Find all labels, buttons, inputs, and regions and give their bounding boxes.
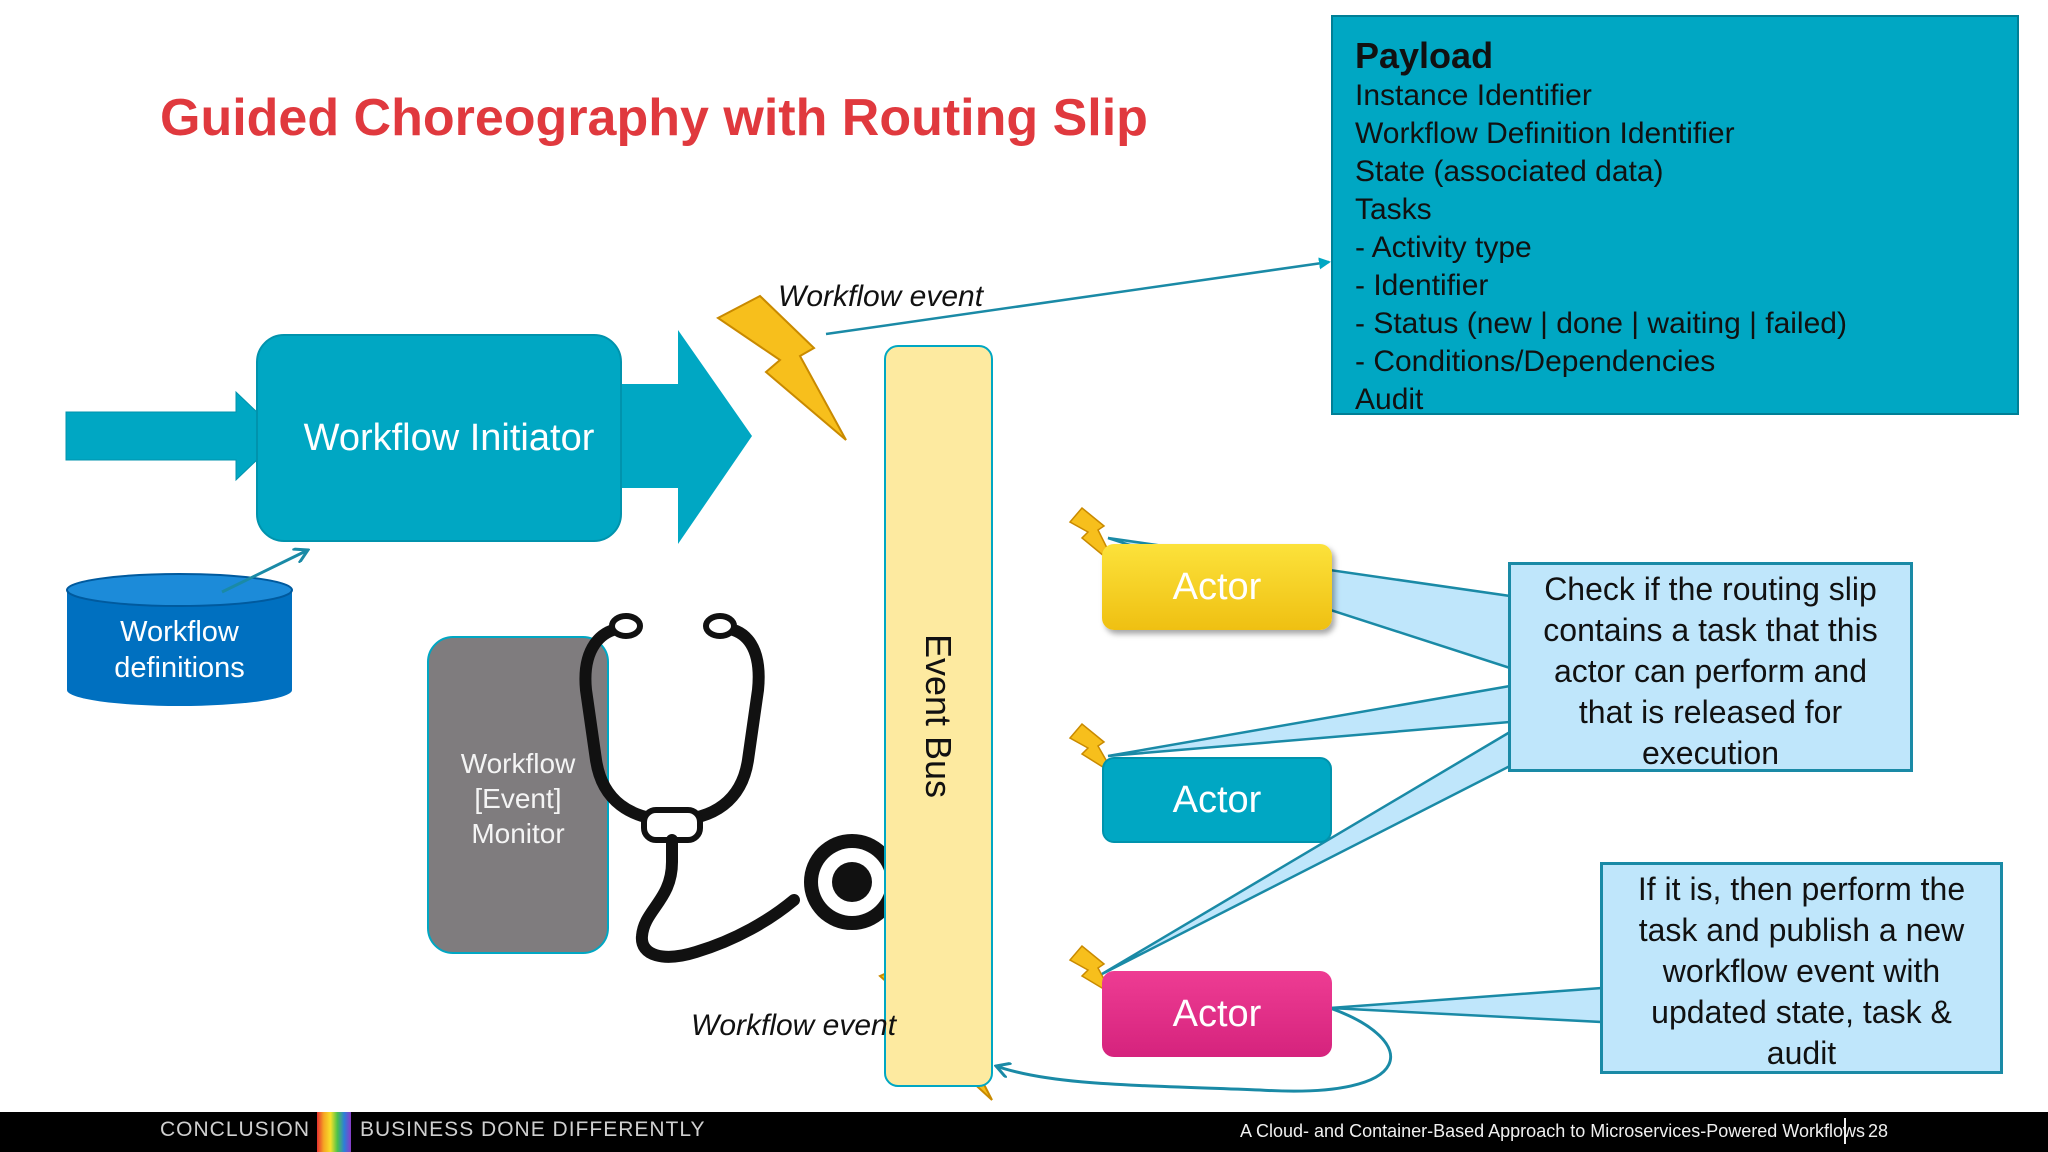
footer-divider — [1844, 1118, 1846, 1144]
callout-pointer-actor2 — [1107, 684, 1512, 758]
initiator-output-arrow — [606, 330, 752, 544]
brand-logo-icon — [317, 1112, 351, 1152]
callout-line: updated state, task & — [1651, 994, 1952, 1030]
brand-tagline: BUSINESS DONE DIFFERENTLY — [360, 1118, 706, 1141]
callout-line: Check if the routing slip — [1544, 571, 1877, 607]
callout-line: that is released for — [1578, 694, 1843, 730]
workflow-definitions-database — [66, 573, 293, 706]
lightning-icon-top — [716, 294, 847, 441]
workflow-initiator-box: Workflow Initiator — [256, 334, 622, 542]
payload-line: - Activity type — [1355, 231, 1532, 264]
callout-line: workflow event with — [1662, 953, 1941, 989]
callout-check-routing-slip: Check if the routing slip contains a tas… — [1508, 562, 1913, 772]
monitor-line: Monitor — [471, 818, 565, 849]
payload-line: - Conditions/Dependencies — [1355, 345, 1716, 378]
lightning-icon-actor3 — [1068, 944, 1114, 997]
callout-line: actor can perform and — [1553, 653, 1868, 689]
definitions-line: Workflow — [120, 616, 239, 648]
callout-line: audit — [1766, 1035, 1837, 1071]
actor-label: Actor — [1172, 565, 1262, 608]
payload-arrow — [825, 257, 1331, 336]
callout-line: If it is, then perform the — [1637, 871, 1966, 907]
actor-pink: Actor — [1102, 971, 1332, 1057]
payload-line: Instance Identifier — [1355, 79, 1592, 112]
event-bus-label-wrap: Event Bus — [884, 345, 993, 1087]
callout-perform-task: If it is, then perform the task and publ… — [1600, 862, 2003, 1074]
definitions-line: definitions — [114, 652, 245, 684]
stethoscope-icon — [579, 613, 900, 963]
callout-line: task and publish a new — [1638, 912, 1965, 948]
input-arrow — [65, 390, 283, 482]
callout-line: contains a task that this — [1543, 612, 1878, 648]
event-bus — [884, 345, 993, 1087]
actor-yellow: Actor — [1102, 544, 1332, 630]
workflow-event-label-top: Workflow event — [778, 280, 984, 313]
payload-line: Workflow Definition Identifier — [1355, 117, 1735, 150]
page-number: 28 — [1868, 1121, 1889, 1141]
brand-conclusion: CONCLUSION — [160, 1118, 311, 1141]
event-bus-label: Event Bus — [918, 633, 960, 799]
workflow-initiator-label: Workflow Initiator — [303, 416, 595, 459]
publish-event-arrow — [996, 1006, 1393, 1093]
payload-line: Tasks — [1355, 193, 1432, 226]
payload-box: Payload Instance Identifier Workflow Def… — [1331, 15, 2019, 416]
payload-line: State (associated data) — [1355, 155, 1664, 188]
footer-caption: A Cloud- and Container-Based Approach to… — [1240, 1121, 1865, 1141]
monitor-line: [Event] — [474, 783, 562, 814]
actor-teal: Actor — [1102, 757, 1332, 843]
callout-line: execution — [1642, 735, 1779, 771]
payload-heading: Payload — [1355, 35, 1494, 76]
definitions-arrow — [221, 550, 308, 594]
monitor-line: Workflow — [460, 748, 576, 779]
workflow-definitions-label: Workflow definitions — [67, 614, 292, 686]
payload-line: - Identifier — [1355, 269, 1489, 302]
page-title: Guided Choreography with Routing Slip — [160, 89, 1148, 147]
workflow-event-label-bottom: Workflow event — [691, 1009, 897, 1042]
payload-line: Audit — [1355, 383, 1424, 416]
actor-label: Actor — [1172, 778, 1262, 821]
workflow-monitor-box: Workflow [Event] Monitor — [427, 636, 609, 954]
actor-label: Actor — [1172, 992, 1262, 1035]
callout-pointer-perform — [1329, 986, 1604, 1024]
payload-line: - Status (new | done | waiting | failed) — [1355, 307, 1847, 340]
diagram-graphics — [65, 257, 1604, 1101]
